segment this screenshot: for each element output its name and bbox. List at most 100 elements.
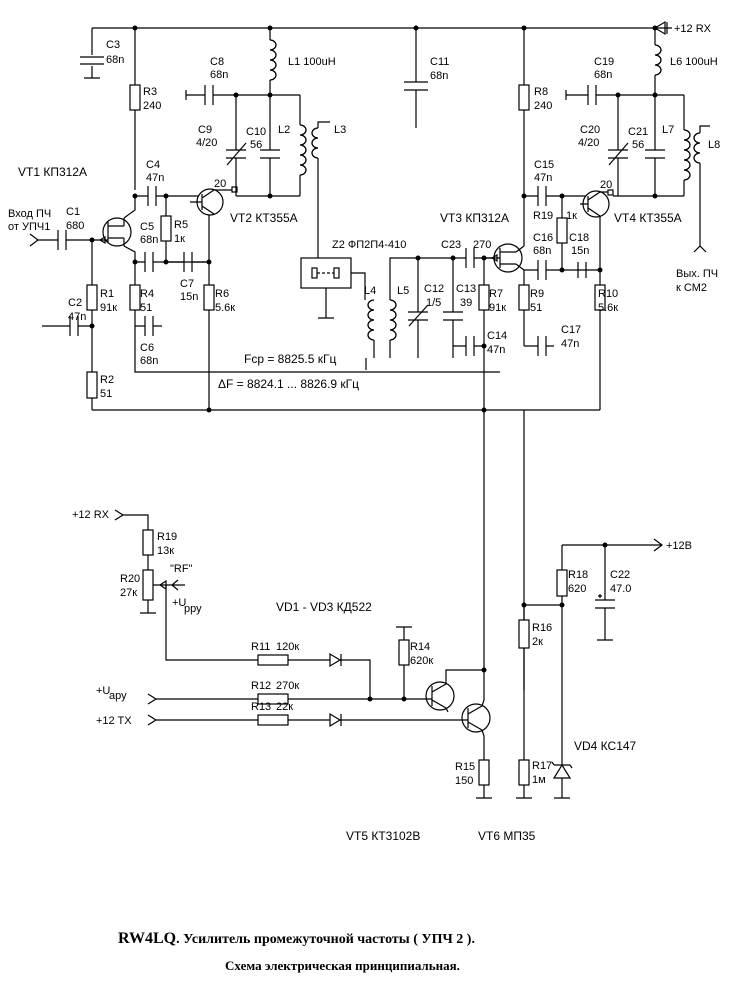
svg-text:от УПЧ1: от УПЧ1 — [8, 221, 50, 233]
svg-text:L7: L7 — [662, 124, 674, 136]
svg-text:68n: 68n — [594, 69, 612, 81]
zener-vd4: VD4 КС147 — [551, 739, 637, 799]
svg-text:L5: L5 — [397, 285, 409, 297]
transistor-vt5: VT5 КТ3102В — [346, 669, 484, 843]
svg-text:VT5 КТ3102В: VT5 КТ3102В — [346, 829, 420, 843]
capacitor-c21: C21 56 — [628, 95, 665, 196]
svg-text:R18: R18 — [568, 569, 588, 581]
svg-text:68n: 68n — [140, 234, 158, 246]
resistor-r13: R13 22к — [251, 701, 293, 726]
inductor-l4: L4 — [364, 285, 376, 370]
svg-text:1/5: 1/5 — [426, 297, 441, 309]
svg-text:+12 TX: +12 TX — [96, 715, 132, 727]
svg-text:R1: R1 — [100, 288, 114, 300]
svg-text:+U: +U — [96, 685, 110, 697]
svg-text:27к: 27к — [120, 587, 137, 599]
capacitor-c7: C7 15n — [166, 252, 209, 303]
svg-text:R11: R11 — [251, 641, 270, 653]
svg-text:R10: R10 — [598, 288, 618, 300]
svg-text:620: 620 — [568, 583, 586, 595]
capacitor-c5: C5 68n — [135, 221, 210, 272]
capacitor-c8: C8 68n — [185, 56, 300, 105]
capacitor-c17: C17 47n — [524, 324, 581, 356]
capacitor-c14: C14 47n — [453, 330, 507, 356]
capacitor-c9: C9 4/20 — [196, 95, 247, 196]
svg-text:68n: 68n — [106, 54, 124, 66]
svg-text:"RF": "RF" — [170, 563, 193, 575]
capacitor-c12: C12 1/5 — [408, 258, 444, 358]
svg-text:R9: R9 — [530, 288, 544, 300]
svg-text:13к: 13к — [157, 545, 174, 557]
inductor-l3: L3 — [311, 121, 346, 258]
svg-text:R7: R7 — [489, 288, 503, 300]
stage1: C3 68n R3 240 C4 47n VT1 КП312А — [8, 25, 672, 413]
resistor-r4: R4 51 — [129, 284, 154, 314]
svg-text:C17: C17 — [561, 324, 581, 336]
svg-text:C14: C14 — [487, 330, 507, 342]
svg-text:R15: R15 — [455, 761, 475, 773]
transistor-vt3: VT3 КП312А — [440, 211, 525, 273]
svg-text:C8: C8 — [210, 56, 224, 68]
svg-text:VD4 КС147: VD4 КС147 — [574, 739, 637, 753]
svg-text:Вход ПЧ: Вход ПЧ — [8, 208, 51, 220]
svg-text:4/20: 4/20 — [578, 137, 599, 149]
svg-text:47.0: 47.0 — [610, 583, 631, 595]
svg-text:91к: 91к — [100, 302, 117, 314]
svg-text:51: 51 — [100, 388, 112, 400]
svg-text:680: 680 — [66, 220, 84, 232]
svg-text:91к: 91к — [489, 302, 506, 314]
svg-text:47n: 47n — [146, 172, 164, 184]
svg-text:C4: C4 — [146, 159, 160, 171]
svg-text:ару: ару — [109, 690, 127, 702]
inductor-l2: L2 — [278, 124, 307, 176]
output-label-2: к СМ2 — [676, 282, 707, 294]
resistor-r15: R15 150 — [455, 759, 492, 799]
svg-text:+12В: +12В — [666, 540, 692, 552]
svg-text:R16: R16 — [532, 622, 552, 634]
agc-section: +12 RX R19 13к R20 27к "RF" +U рру VD1 -… — [72, 410, 692, 843]
transistor-vt1: VT1 КП312А — [18, 165, 132, 247]
svg-text:68n: 68n — [430, 70, 448, 82]
svg-text:C9: C9 — [198, 124, 212, 136]
inductor-l1: L1 100uH — [269, 28, 336, 95]
svg-text:R4: R4 — [140, 288, 154, 300]
svg-text:R6: R6 — [215, 288, 229, 300]
resistor-r18: R18 620 — [556, 545, 588, 765]
output-label-1: Вых. ПЧ — [676, 268, 718, 280]
fcp-note: Fср = 8825.5 кГц — [244, 352, 336, 366]
svg-text:1к: 1к — [566, 210, 577, 222]
svg-text:68n: 68n — [210, 69, 228, 81]
svg-text:R20: R20 — [120, 573, 140, 585]
svg-text:C5: C5 — [140, 221, 154, 233]
inductor-l8: L8 — [693, 125, 720, 253]
svg-text:240: 240 — [143, 100, 161, 112]
capacitor-c10: C10 56 — [246, 95, 280, 196]
capacitor-c15: C15 47n — [524, 159, 590, 206]
title-line-2: Схема электрическая принципиальная. — [225, 958, 460, 973]
svg-text:C1: C1 — [66, 206, 80, 218]
svg-text:47n: 47n — [487, 344, 505, 356]
resistor-r16: R16 2к — [518, 619, 552, 649]
svg-text:1м: 1м — [532, 774, 546, 786]
svg-text:2к: 2к — [532, 636, 543, 648]
svg-text:+12 RX: +12 RX — [72, 509, 110, 521]
svg-text:C3: C3 — [106, 39, 120, 51]
diode-rx: +12 RX — [653, 20, 712, 36]
svg-text:C16: C16 — [533, 232, 553, 244]
transistor-vt2: 20 VT2 КТ355А — [190, 178, 298, 225]
capacitor-c18: C18 15n — [569, 232, 589, 278]
stage2: C11 68n R8 240 C15 47n VT3 КП312А R7 91к — [404, 20, 720, 410]
svg-text:47n: 47n — [68, 311, 86, 323]
inductor-l7: L7 — [662, 124, 691, 181]
svg-text:C23: C23 — [441, 239, 461, 251]
svg-text:15n: 15n — [571, 245, 589, 257]
resistor-r19b: R19 13к — [142, 529, 177, 557]
svg-text:C22: C22 — [610, 569, 630, 581]
inductor-l6: L6 100uH — [654, 28, 718, 95]
resistor-r14: R14 620к — [396, 626, 433, 699]
title-text: Усилитель промежуточной частоты ( УПЧ 2 … — [183, 932, 475, 947]
svg-text:R19: R19 — [533, 210, 553, 222]
resistor-r1: R1 91к — [86, 284, 117, 314]
resistor-r10: R10 5.6к — [594, 212, 618, 410]
